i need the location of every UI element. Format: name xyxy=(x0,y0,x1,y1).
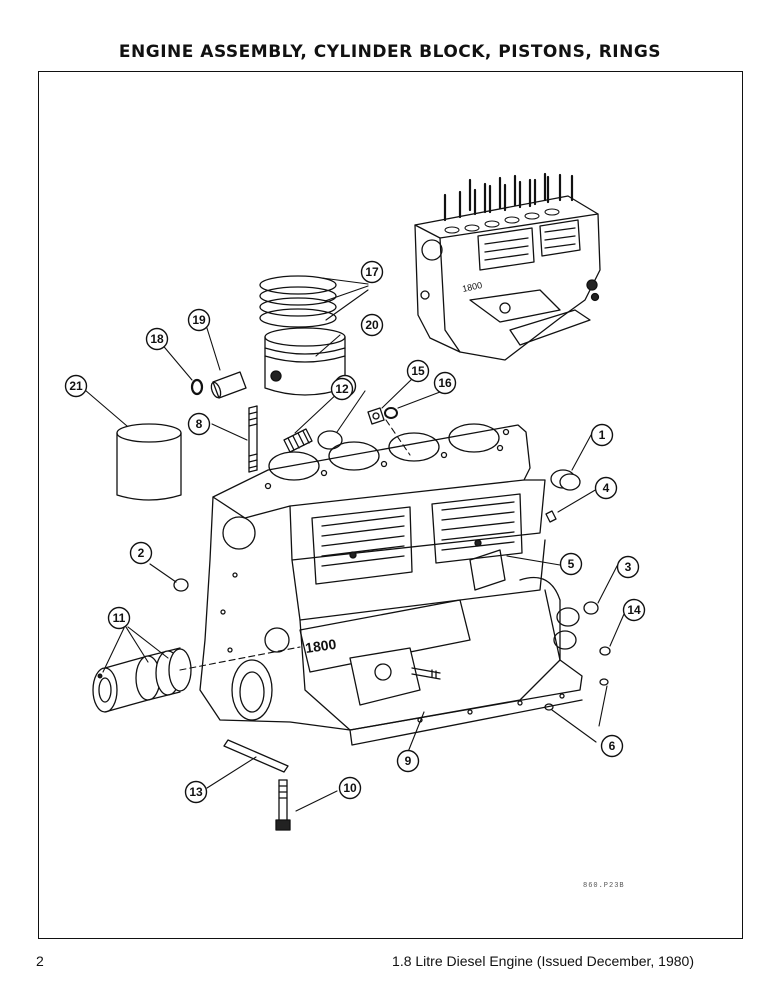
callout-number: 3 xyxy=(625,560,632,574)
callout-8: 8 xyxy=(187,412,211,436)
callout-number: 20 xyxy=(365,318,379,332)
callout-19: 19 xyxy=(187,308,211,332)
stud xyxy=(248,405,258,473)
callout-number: 1 xyxy=(599,428,606,442)
core-plug xyxy=(317,430,343,450)
page-number: 2 xyxy=(36,953,44,969)
alignment-lines xyxy=(179,419,411,671)
callout-6: 6 xyxy=(600,734,624,758)
union-fitting xyxy=(367,407,385,425)
plug-4 xyxy=(545,510,557,523)
callout-number: 9 xyxy=(405,754,412,768)
gudgeon-pin xyxy=(210,371,247,399)
piston-rings xyxy=(259,275,337,328)
illustration-frame xyxy=(38,71,743,939)
large-core-plug xyxy=(550,469,581,491)
callout-15: 15 xyxy=(406,359,430,383)
plug-14 xyxy=(599,646,611,656)
callout-number: 21 xyxy=(69,379,83,393)
callout-number: 17 xyxy=(365,265,379,279)
callout-number: 19 xyxy=(192,313,206,327)
callout-21: 21 xyxy=(64,374,88,398)
callout-1: 1 xyxy=(590,423,614,447)
callout-20: 20 xyxy=(360,313,384,337)
callout-11: 11 xyxy=(107,606,131,630)
piston xyxy=(264,327,346,396)
camshaft-bearings xyxy=(92,647,192,713)
callout-number: 10 xyxy=(343,781,357,795)
cylinder-block: 1800 xyxy=(199,423,583,746)
callout-3: 3 xyxy=(616,555,640,579)
callout-number: 2 xyxy=(138,546,145,560)
callout-16: 16 xyxy=(433,371,457,395)
callout-number: 5 xyxy=(568,557,575,571)
callout-12: 12 xyxy=(330,377,354,401)
callout-number: 4 xyxy=(603,481,610,495)
callout-number: 8 xyxy=(196,417,203,431)
key-strip xyxy=(223,739,289,773)
plug-3 xyxy=(583,601,599,615)
assembled-engine-illustration: 1800 xyxy=(414,172,601,361)
circlip xyxy=(190,378,204,396)
callout-4: 4 xyxy=(594,476,618,500)
callout-10: 10 xyxy=(338,776,362,800)
callout-14: 14 xyxy=(622,598,646,622)
callout-number: 11 xyxy=(113,611,126,625)
callout-9: 9 xyxy=(396,749,420,773)
callout-18: 18 xyxy=(145,327,169,351)
leader-lines xyxy=(84,277,625,812)
callout-number: 14 xyxy=(627,603,641,617)
callout-2: 2 xyxy=(129,541,153,565)
callout-number: 13 xyxy=(189,785,203,799)
cylinder-liner xyxy=(116,423,182,501)
footer-note: 1.8 Litre Diesel Engine (Issued December… xyxy=(392,953,694,969)
block-casting-mark: 1800 xyxy=(304,636,337,656)
sealing-washer xyxy=(384,407,398,419)
callout-number: 6 xyxy=(609,739,616,753)
callout-number: 18 xyxy=(150,332,164,346)
callout-17: 17 xyxy=(360,260,384,284)
callout-number: 16 xyxy=(438,376,452,390)
callout-5: 5 xyxy=(559,552,583,576)
stud-9 xyxy=(411,667,441,680)
small-block-casting-mark: 1800 xyxy=(461,280,483,294)
callout-13: 13 xyxy=(184,780,208,804)
callout-number: 12 xyxy=(335,382,349,396)
drawing-code: 860.P23B xyxy=(583,882,625,890)
bolt xyxy=(275,779,291,831)
threaded-plug xyxy=(283,428,313,453)
page-title: ENGINE ASSEMBLY, CYLINDER BLOCK, PISTONS… xyxy=(118,42,662,62)
plug-2 xyxy=(173,578,189,592)
callout-number: 15 xyxy=(411,364,425,378)
